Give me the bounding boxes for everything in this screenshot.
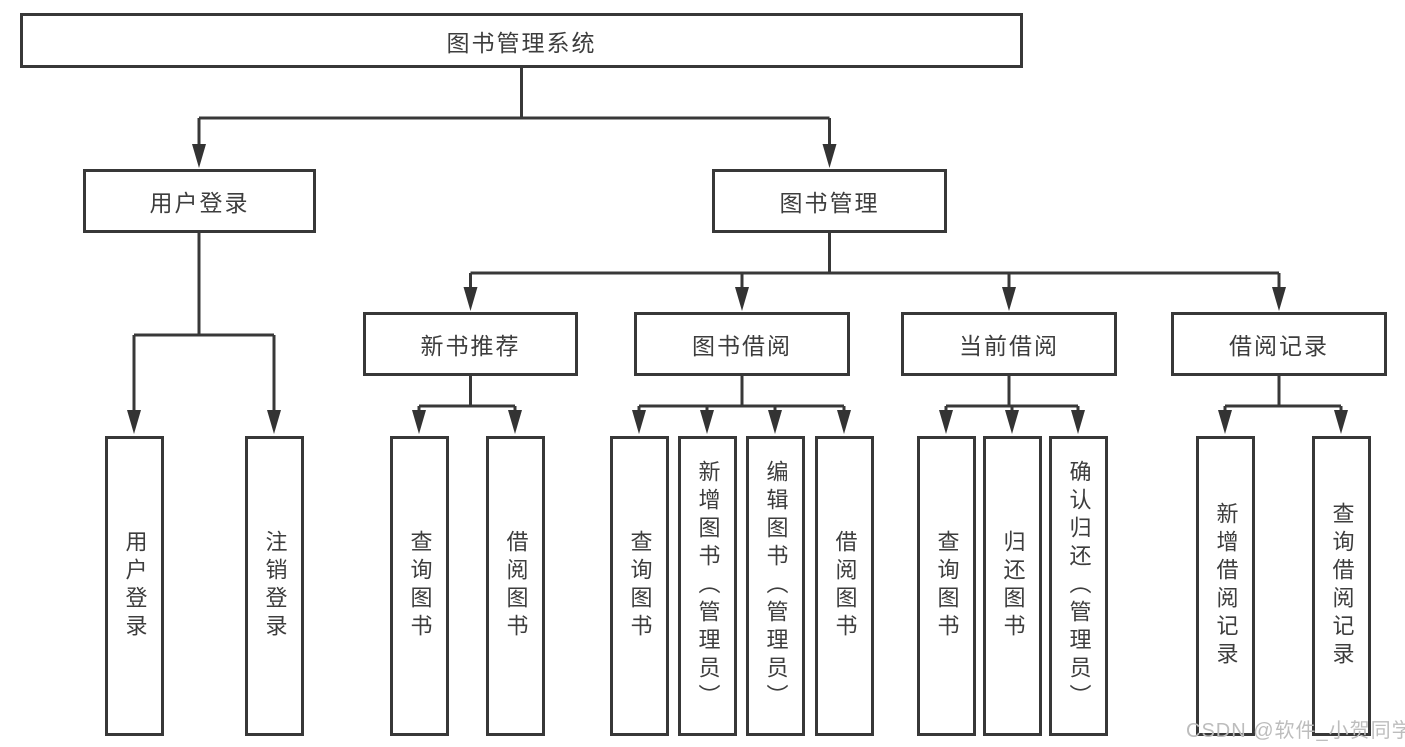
arrowhead — [127, 410, 141, 434]
arrowhead — [939, 410, 953, 434]
arrowhead — [1002, 287, 1016, 311]
node-borrow-records: 借阅记录 — [1171, 312, 1387, 376]
node-current-borrow: 当前借阅 — [901, 312, 1117, 376]
leaf-return-book-label: 归还图书 — [1000, 530, 1026, 642]
leaf-logout: 注销登录 — [245, 436, 304, 736]
connector-current-borrow-to-leaves — [939, 376, 1085, 434]
leaf-query-books-borrow: 查询图书 — [610, 436, 669, 736]
connector-user-login-to-leaves — [127, 233, 281, 434]
arrowhead — [822, 144, 837, 168]
leaf-confirm-return-admin-label: 确认归还（管理员） — [1066, 460, 1092, 712]
leaf-add-borrow-record: 新增借阅记录 — [1196, 436, 1255, 736]
leaf-logout-label: 注销登录 — [262, 530, 288, 642]
connector-book-borrow-to-leaves — [632, 376, 851, 434]
connector-borrow-records-to-leaves — [1218, 376, 1348, 434]
leaf-borrow-books: 借阅图书 — [815, 436, 874, 736]
leaf-borrow-books-rec: 借阅图书 — [486, 436, 545, 736]
csdn-watermark: CSDN @软件_小贺同学 — [1186, 720, 1405, 742]
leaf-query-books-borrow-label: 查询图书 — [627, 530, 653, 642]
node-borrow-records-label: 借阅记录 — [1229, 333, 1329, 359]
arrowhead — [1218, 410, 1232, 434]
leaf-return-book: 归还图书 — [983, 436, 1042, 736]
arrowhead — [768, 410, 782, 434]
node-user-login-label: 用户登录 — [149, 190, 250, 216]
connector-book-mgmt-to-level3 — [463, 233, 1286, 311]
arrowhead — [632, 410, 646, 434]
arrowhead — [1334, 410, 1348, 434]
arrowhead — [700, 410, 714, 434]
leaf-query-borrow-record: 查询借阅记录 — [1312, 436, 1371, 736]
leaf-borrow-books-rec-label: 借阅图书 — [503, 530, 529, 642]
node-user-login: 用户登录 — [83, 169, 316, 233]
arrowhead — [1272, 287, 1286, 311]
arrowhead — [463, 287, 478, 311]
node-current-borrow-label: 当前借阅 — [959, 333, 1059, 359]
leaf-user-login: 用户登录 — [105, 436, 164, 736]
node-book-borrow-label: 图书借阅 — [692, 333, 792, 359]
leaf-query-borrow-record-label: 查询借阅记录 — [1329, 502, 1355, 670]
node-book-borrow: 图书借阅 — [634, 312, 850, 376]
leaf-edit-book-admin: 编辑图书（管理员） — [746, 436, 805, 736]
arrowhead — [267, 410, 281, 434]
leaf-query-books-current-label: 查询图书 — [934, 530, 960, 642]
arrowhead — [1005, 410, 1019, 434]
leaf-add-book-admin-label: 新增图书（管理员） — [695, 460, 721, 712]
arrowhead — [412, 410, 426, 434]
node-root: 图书管理系统 — [20, 13, 1023, 68]
leaf-user-login-label: 用户登录 — [122, 530, 148, 642]
arrowhead — [735, 287, 749, 311]
leaf-query-books-current: 查询图书 — [917, 436, 976, 736]
arrowhead — [192, 144, 206, 168]
connector-root-to-level2 — [192, 68, 837, 168]
node-new-book-rec-label: 新书推荐 — [420, 333, 521, 359]
node-root-label: 图书管理系统 — [446, 29, 597, 56]
leaf-query-books-rec: 查询图书 — [390, 436, 449, 736]
node-new-book-rec: 新书推荐 — [363, 312, 578, 376]
arrowhead — [1071, 410, 1085, 434]
leaf-confirm-return-admin: 确认归还（管理员） — [1049, 436, 1108, 736]
leaf-edit-book-admin-label: 编辑图书（管理员） — [763, 460, 789, 712]
leaf-query-books-rec-label: 查询图书 — [407, 530, 433, 642]
arrowhead — [837, 410, 851, 434]
node-book-mgmt: 图书管理 — [712, 169, 947, 233]
leaf-add-book-admin: 新增图书（管理员） — [678, 436, 737, 736]
leaf-borrow-books-label: 借阅图书 — [832, 530, 858, 642]
node-book-mgmt-label: 图书管理 — [779, 190, 880, 216]
leaf-add-borrow-record-label: 新增借阅记录 — [1213, 502, 1239, 670]
connector-new-book-rec-to-leaves — [412, 376, 522, 434]
arrowhead — [508, 410, 522, 434]
